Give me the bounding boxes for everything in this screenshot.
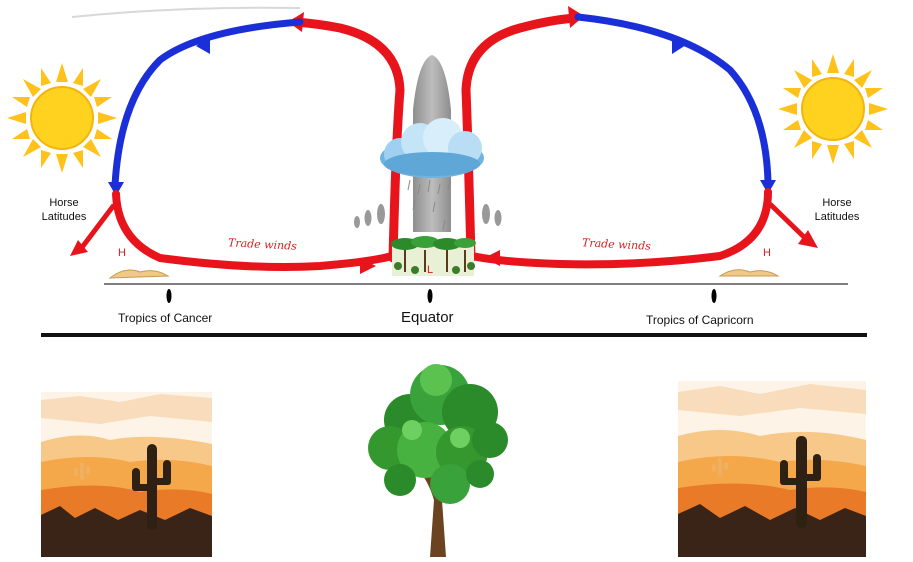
equator-tick [427,289,433,303]
left-cell-cool-air-arrow [111,18,304,189]
left-cell-surface-arrow [112,190,396,271]
horse-latitudes-left-line2: Latitudes [41,211,87,223]
right-blue-arrowhead-top [672,34,686,54]
left-desert-scene [41,392,212,557]
left-blue-arrowhead-bottom [108,182,124,196]
cloud-icon [380,118,484,178]
rainforest-patch [391,236,476,276]
right-desert-sand [718,269,780,277]
left-horse-latitude-arrowhead [70,240,88,256]
tree-icon [368,364,508,557]
left-cell-rising-arrow [291,17,405,263]
right-desert-scene [678,381,866,557]
rain-drops-icon [407,179,451,231]
sun-icon [7,63,117,173]
left-convection-blobs [354,204,385,228]
section-divider [41,333,867,337]
right-surface-arrowhead [484,250,500,266]
high-pressure-right-label: H [763,247,771,259]
horse-latitudes-right-line1: Horse [822,197,852,209]
right-horse-latitude-arrow [768,202,807,240]
equator-label: Equator [401,309,454,326]
tropic-capricorn-label: Tropics of Capricorn [646,313,754,327]
tropic-cancer-tick [166,289,172,303]
right-cell-rising-arrow [461,13,580,263]
high-pressure-left-label: H [118,247,126,259]
horse-latitudes-right-label: Horse Latitudes [806,196,868,224]
right-blue-arrowhead-bottom [760,180,776,194]
tropic-capricorn-tick [711,289,717,303]
horse-latitudes-left-label: Horse Latitudes [36,196,92,224]
right-convection-blobs [482,204,502,226]
tropic-cancer-label: Tropics of Cancer [118,311,213,325]
cactus-icon [780,436,821,528]
right-cell-cool-air-arrow [574,13,772,186]
horse-latitudes-right-line2: Latitudes [814,211,860,223]
right-horse-latitude-arrowhead [798,230,818,248]
right-cell-surface-arrow [468,188,772,269]
left-horse-latitude-arrow [78,203,116,252]
faint-top-line [71,6,301,18]
left-desert-sand [108,269,170,279]
horse-latitudes-left-line1: Horse [49,197,79,209]
left-surface-arrowhead [360,258,376,274]
left-blue-arrowhead-top [196,36,210,54]
sun-icon [778,54,888,164]
cactus-icon [132,444,171,530]
low-pressure-label: L [427,264,434,276]
